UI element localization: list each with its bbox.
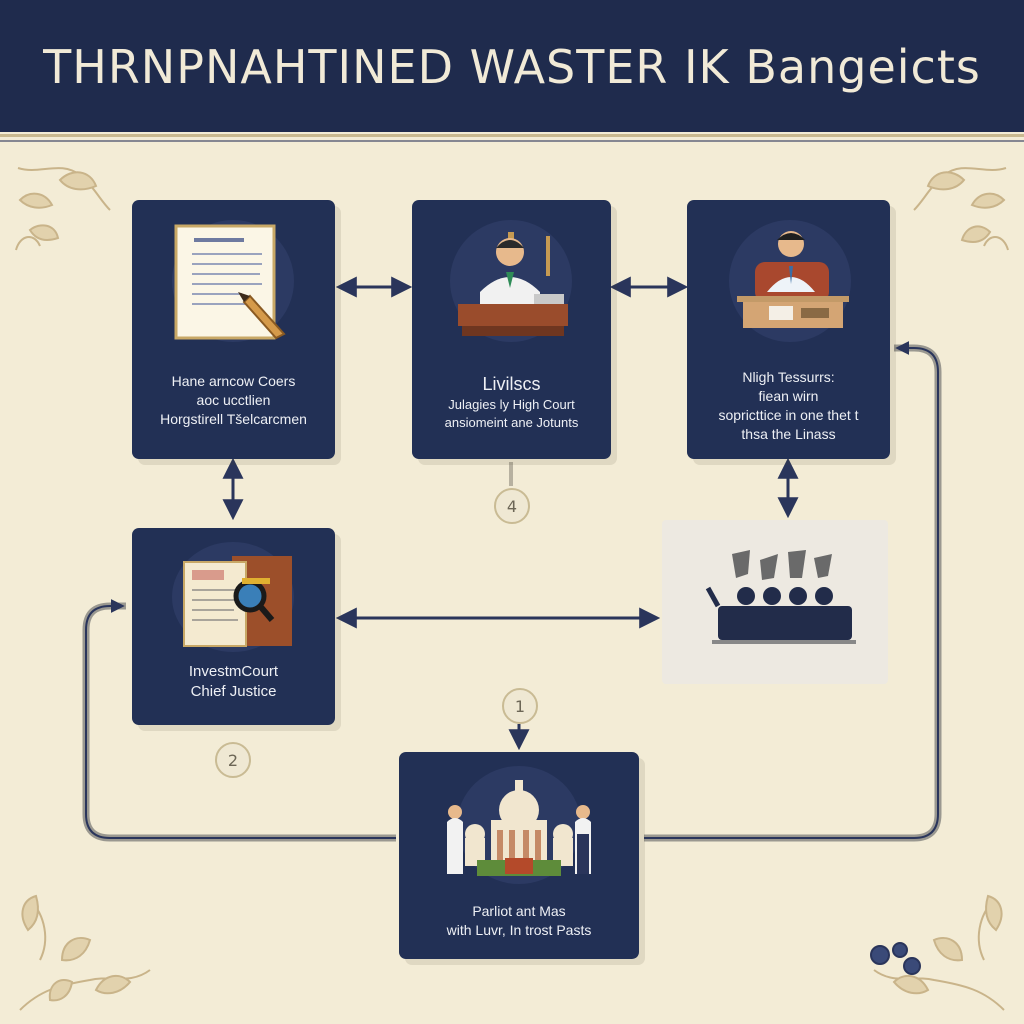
card-tribunal: Nligh Tessurrs: fiean wirn sopricttice i…	[687, 200, 890, 459]
top-left-ornament-icon	[15, 167, 111, 251]
card-tribunal-line-1: Nligh Tessurrs:	[742, 369, 835, 385]
magnifier-folder-icon	[183, 556, 292, 647]
card-investigation: InvestmCourt Chief Justice	[132, 528, 335, 725]
judge-icon	[458, 232, 568, 336]
header-divider-shadow	[0, 140, 1024, 142]
card-judge-line-1: Livilscs	[482, 374, 541, 394]
parliament-building-icon	[447, 780, 591, 876]
card-tribunal-line-2: fiean wirn	[758, 387, 819, 404]
page-title: THRNPNAHTINED WASTER IK Bangeicts	[43, 40, 981, 94]
step-badge-4: 4	[494, 488, 530, 524]
step-badge-1: 1	[502, 688, 538, 724]
top-right-ornament-icon	[913, 167, 1009, 251]
card-investigation-label: InvestmCourt Chief Justice	[140, 662, 327, 703]
official-desk-icon	[737, 231, 849, 328]
card-investigation-line-2: Chief Justice	[190, 683, 277, 701]
step-badge-2: 2	[215, 742, 251, 778]
bottom-right-ornament-icon	[870, 894, 1005, 1011]
card-filing: Hane arncow Coers aoc ucctlien Horgstire…	[132, 200, 335, 459]
card-parliament: Parliot ant Mas with Luvr, In trost Past…	[399, 752, 639, 959]
card-judge-line-2: Julagies ly High Court	[448, 397, 575, 413]
header-banner: THRNPNAHTINED WASTER IK Bangeicts	[0, 0, 1024, 132]
header-divider	[0, 134, 1024, 137]
card-investigation-line-1: InvestmCourt	[188, 663, 279, 680]
card-tribunal-line-3: sopricttice in one thet t	[718, 406, 859, 423]
card-filing-label: Hane arncow Coers aoc ucctlien Horgstire…	[140, 372, 327, 429]
card-tribunal-line-4: thsa the Linass	[741, 425, 836, 442]
card-filing-line-3: Horgstirell Tšelcarcmen	[160, 410, 307, 427]
card-judge-line-3: ansiomeint ane Jotunts	[444, 414, 579, 430]
document-pen-icon	[174, 224, 286, 340]
card-tribunal-label: Nligh Tessurrs: fiean wirn sopricttice i…	[695, 368, 882, 444]
panel-crowd	[662, 520, 888, 684]
card-judge: Livilscs Julagies ly High Court ansiomei…	[412, 200, 611, 459]
card-parliament-line-1: Parliot ant Mas	[472, 903, 566, 919]
card-filing-line-2: aoc ucctlien	[196, 391, 271, 408]
bottom-left-ornament-icon	[19, 894, 151, 1011]
card-filing-line-1: Hane arncow Coers	[171, 373, 296, 389]
card-parliament-label: Parliot ant Mas with Luvr, In trost Past…	[407, 902, 631, 940]
protest-crowd-icon	[705, 550, 856, 644]
card-judge-label: Livilscs Julagies ly High Court ansiomei…	[420, 372, 603, 431]
card-parliament-line-2: with Luvr, In trost Pasts	[446, 921, 592, 938]
